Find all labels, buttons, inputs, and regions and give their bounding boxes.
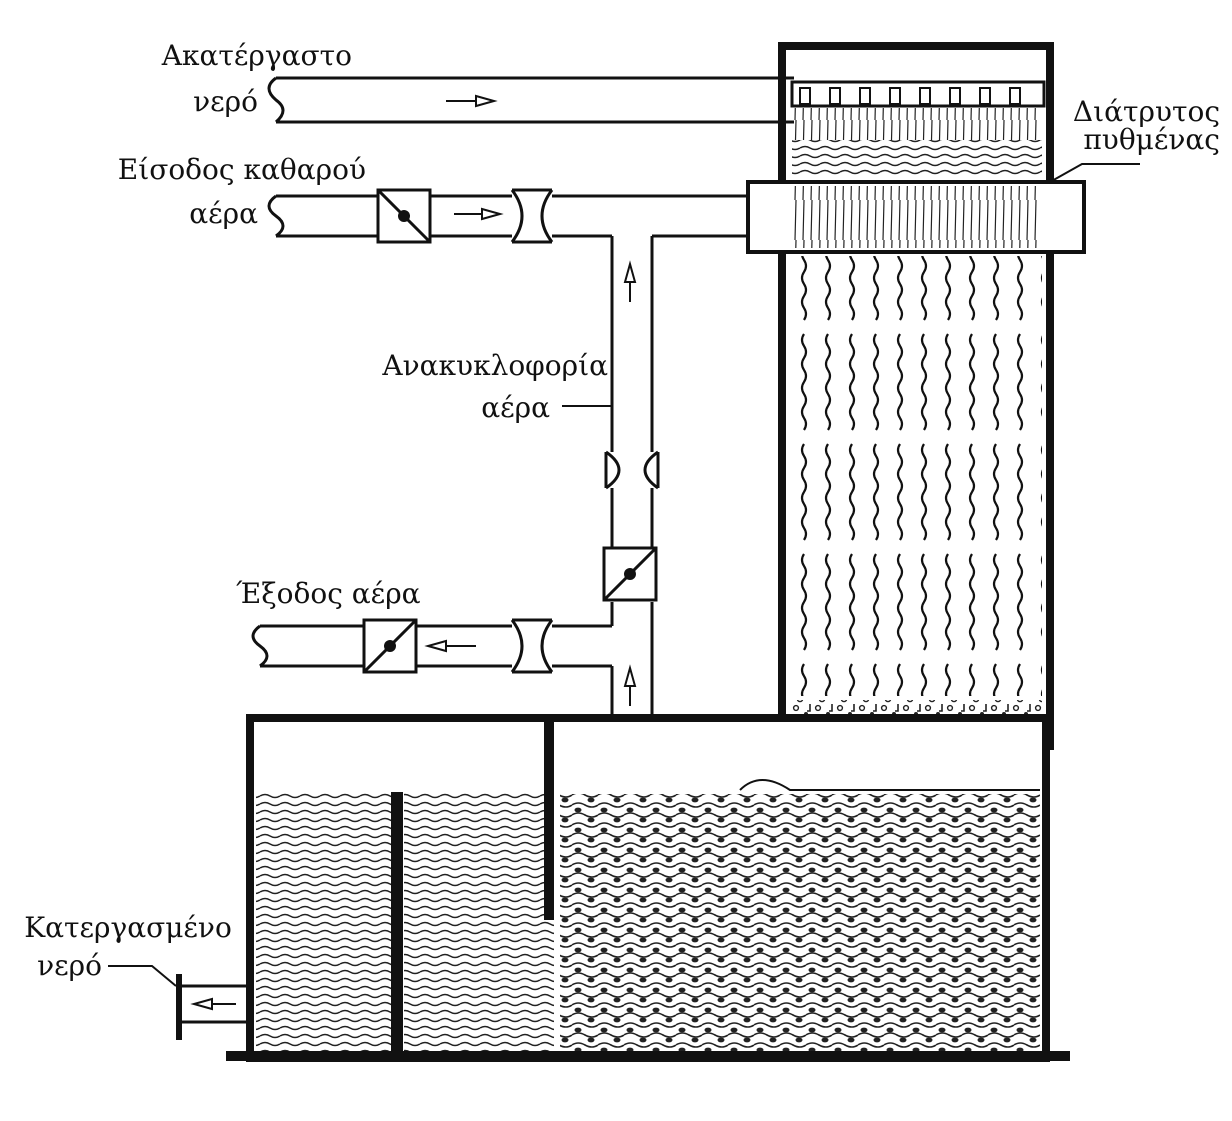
nozzle: [829, 87, 841, 105]
spray-zone: [792, 108, 1042, 140]
label-treated-water-line1: Κατεργασμένο: [24, 911, 232, 944]
raw-water-pipe: [267, 76, 794, 124]
damper-icon: [362, 618, 418, 674]
baffle-right: [544, 722, 554, 920]
distributor-nozzles: [799, 87, 1021, 105]
top-water-layer: [792, 140, 1042, 176]
flex-joint-icon: [510, 188, 554, 244]
baffle-left: [391, 792, 403, 1054]
label-raw-water-line1: Ακατέργαστο: [161, 39, 352, 72]
tank-water-mid: [404, 792, 554, 1052]
label-perforated-line2: πυθμένας: [1083, 123, 1220, 156]
clean-air-pipe: [267, 188, 750, 244]
label-clean-air-line2: αέρα: [189, 197, 258, 230]
arrow-up-icon: [623, 664, 637, 706]
nozzle: [859, 87, 871, 105]
treated-water-outlet: [176, 974, 252, 1040]
nozzle: [889, 87, 901, 105]
air-outlet-pipe: [251, 618, 612, 674]
nozzle: [949, 87, 961, 105]
tank-water-left: [256, 792, 392, 1052]
arrow-up-icon: [623, 260, 637, 302]
perforated-jets: [794, 186, 1038, 248]
label-clean-air-line1: Είσοδος καθαρού: [117, 153, 366, 186]
label-perforated-line1: Διάτρυτος: [1072, 95, 1220, 128]
fiber-packing: [790, 256, 1042, 696]
nozzle: [1009, 87, 1021, 105]
label-raw-water-line2: νερό: [193, 85, 258, 118]
leader-lines: [108, 163, 1140, 987]
nozzle: [919, 87, 931, 105]
lower-tank: [226, 714, 1070, 1062]
tower: [746, 42, 1086, 800]
arrow-left-icon: [190, 997, 236, 1011]
arrow-left-icon: [424, 639, 476, 653]
water-distributor: [790, 80, 1046, 176]
water-surface: [739, 779, 1040, 791]
tank-water-right: [560, 794, 1040, 1052]
label-air-outlet: Έξοδος αέρα: [236, 577, 421, 610]
damper-icon: [602, 546, 658, 602]
label-recirculation-line2: αέρα: [481, 391, 550, 424]
recirculation-pipe: [602, 236, 660, 718]
damper-icon: [376, 188, 432, 244]
flex-joint-icon: [604, 450, 660, 490]
nozzle: [979, 87, 991, 105]
arrow-right-icon: [446, 94, 498, 108]
flex-joint-icon: [510, 618, 554, 674]
label-recirculation-line1: Ανακυκλοφορία: [382, 349, 608, 382]
arrow-right-icon: [454, 207, 504, 221]
nozzle: [799, 87, 811, 105]
label-treated-water-line2: νερό: [37, 949, 102, 982]
